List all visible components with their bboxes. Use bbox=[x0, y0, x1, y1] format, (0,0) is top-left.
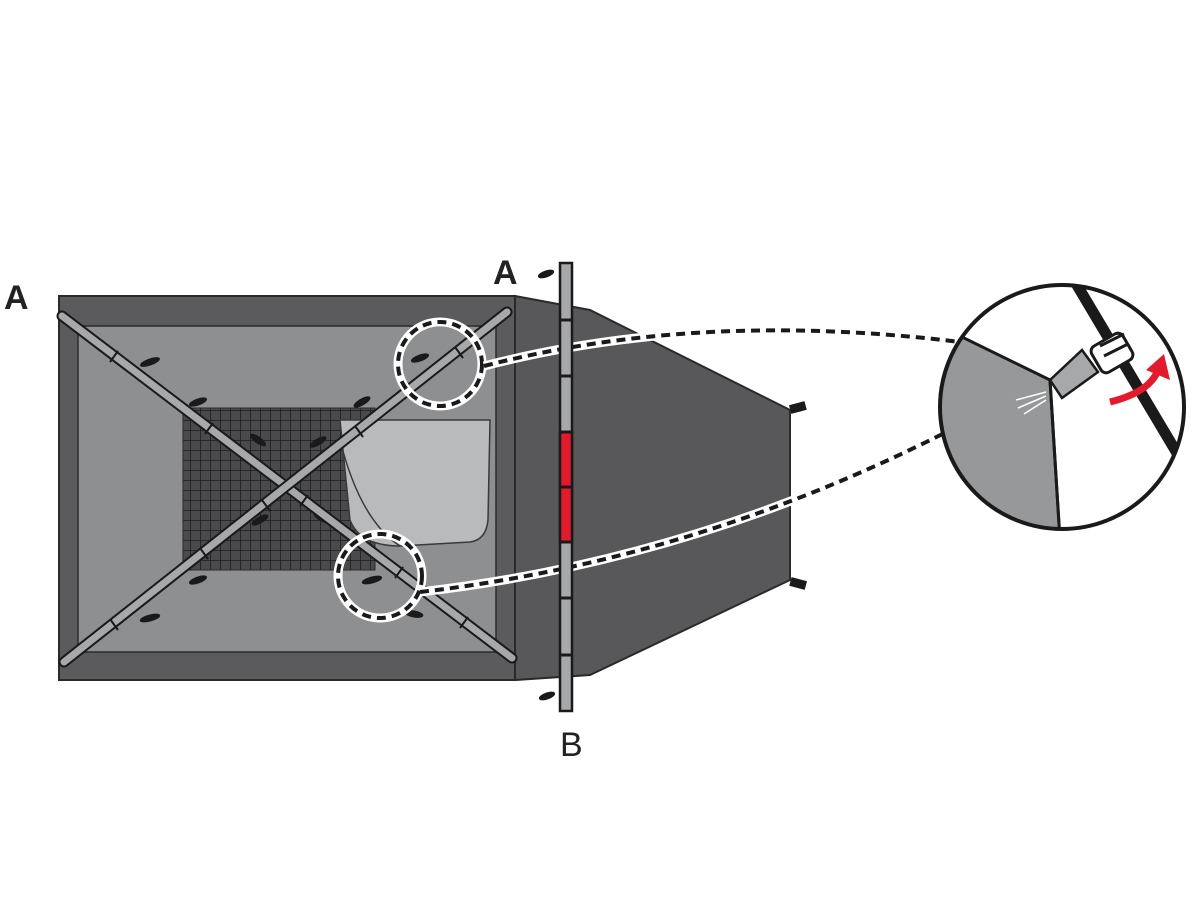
zoom-tent-edge bbox=[1048, 379, 1062, 529]
pole-clip-icon bbox=[410, 353, 430, 363]
stake-tab-top bbox=[788, 401, 807, 414]
door-panel bbox=[339, 419, 491, 547]
callout-leader-lines bbox=[419, 325, 965, 597]
stake-loop-icon bbox=[538, 691, 556, 701]
pole-b bbox=[558, 261, 574, 713]
pole-clip-icon bbox=[188, 397, 208, 407]
zoom-pole bbox=[1063, 285, 1184, 478]
pole-clip-icon bbox=[251, 514, 269, 526]
pole-clip-icon bbox=[249, 433, 267, 447]
pole-clip-icon bbox=[1089, 331, 1135, 375]
pole-clip-icon bbox=[139, 613, 161, 623]
pole-clip-icon bbox=[309, 436, 327, 448]
pole-a-2 bbox=[58, 306, 513, 668]
stake-tab-bottom bbox=[789, 577, 808, 590]
pole-clip-icon bbox=[188, 575, 208, 585]
zoom-webbing bbox=[1048, 348, 1100, 400]
detail-circle-top-dash bbox=[396, 320, 484, 408]
detail-circle-bottom-dash bbox=[336, 532, 424, 620]
pole-clip-icon bbox=[353, 396, 371, 408]
label-pole-a-right: A bbox=[493, 254, 518, 292]
label-pole-b: B bbox=[560, 726, 583, 764]
vestibule bbox=[514, 294, 808, 682]
curved-arrow-head bbox=[1146, 354, 1170, 380]
zoom-detail-icon bbox=[938, 283, 1186, 531]
pole-clip-icon bbox=[361, 575, 383, 585]
pole-clip-icon bbox=[140, 357, 160, 367]
stake-loop-icon bbox=[537, 269, 555, 279]
label-pole-a-left: A bbox=[4, 279, 29, 317]
